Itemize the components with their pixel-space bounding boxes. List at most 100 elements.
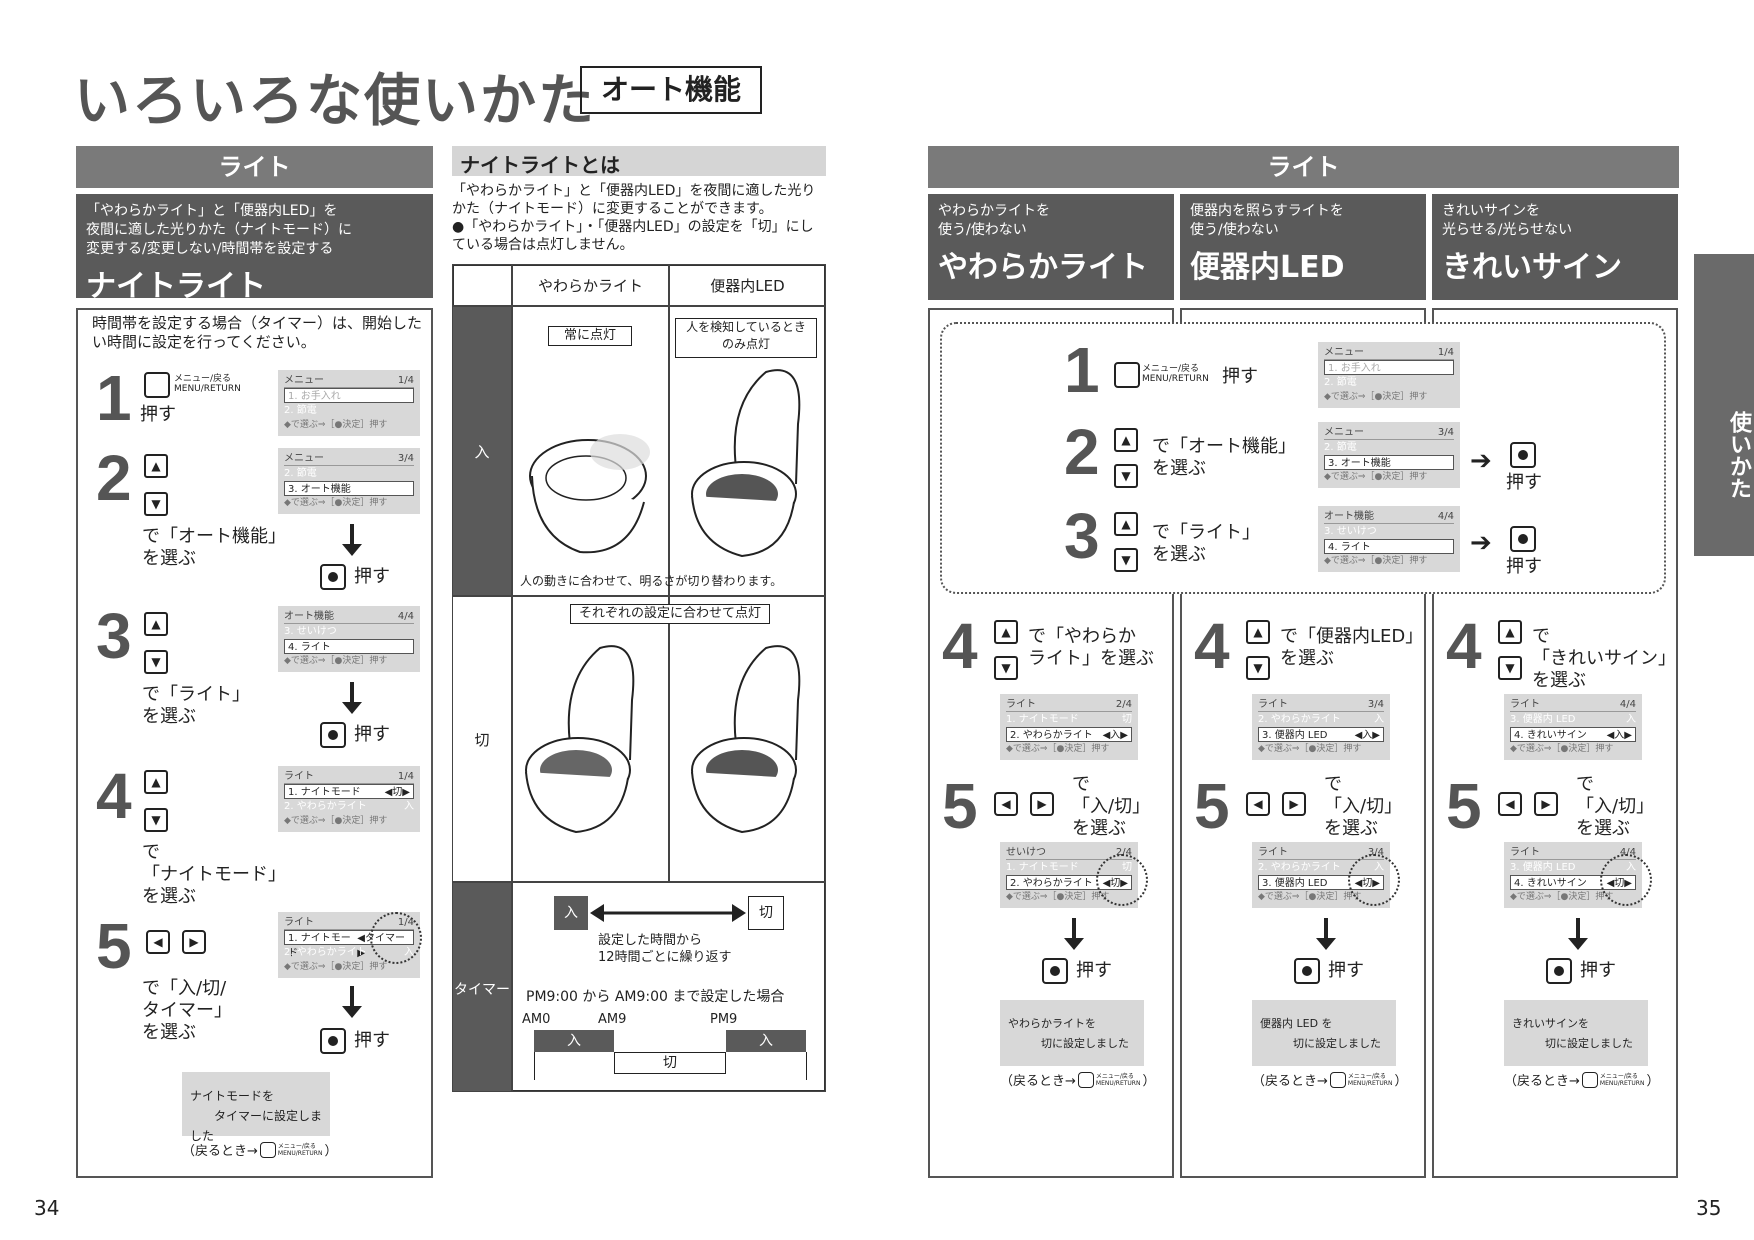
left-button[interactable]: ◀ (1498, 792, 1522, 816)
table-cell (669, 596, 826, 882)
down-button[interactable]: ▼ (1114, 548, 1138, 572)
enter-button[interactable] (1510, 526, 1536, 552)
feature-name: やわらかライト (938, 250, 1148, 285)
timer-example: PM9:00 から AM9:00 まで設定した場合 (526, 989, 785, 1005)
down-button[interactable]: ▼ (1246, 656, 1270, 680)
enter-button[interactable] (1042, 958, 1068, 984)
push-label: 押す (1506, 472, 1542, 493)
step-number: 5 (942, 770, 978, 842)
time-label: PM9 (710, 1012, 738, 1027)
time-label: AM0 (522, 1012, 551, 1027)
highlight-ring (1096, 854, 1148, 906)
up-button[interactable]: ▲ (1114, 428, 1138, 452)
arrow-down-icon (1316, 918, 1336, 950)
up-button[interactable]: ▲ (994, 620, 1018, 644)
down-button[interactable]: ▼ (144, 808, 168, 832)
enter-button[interactable] (320, 722, 346, 748)
push-label: 押す (354, 566, 390, 587)
menu-return-button[interactable] (1329, 1071, 1346, 1088)
table-col-header: 便器内LED (669, 264, 826, 306)
menu-return-button[interactable] (1114, 362, 1140, 388)
page-number-left: 34 (34, 1196, 60, 1220)
timeline-off: 切 (614, 1052, 726, 1074)
menu-return-button[interactable] (1581, 1071, 1598, 1088)
step-text: で 「入/切」 を選ぶ (1324, 774, 1403, 839)
common-steps-box (940, 322, 1666, 594)
up-button[interactable]: ▲ (144, 612, 168, 636)
toilet-illustration (691, 645, 801, 834)
highlight-ring (370, 912, 422, 964)
right-button[interactable]: ▶ (1534, 792, 1558, 816)
timeline-tick (806, 1052, 807, 1080)
step-number: 4 (96, 760, 132, 832)
step-text: で「便器内LED」 を選ぶ (1280, 626, 1424, 669)
push-label: 押す (354, 724, 390, 745)
step-text: で「ライト」 を選ぶ (142, 684, 250, 727)
right-button[interactable]: ▶ (1282, 792, 1306, 816)
arrow-down-icon (342, 524, 362, 556)
push-label: 押す (1222, 366, 1258, 387)
toilet-illustration (691, 369, 801, 558)
left-button[interactable]: ◀ (994, 792, 1018, 816)
step-number: 3 (96, 600, 132, 672)
arrow-right-icon: ➔ (1470, 528, 1492, 558)
up-button[interactable]: ▲ (1246, 620, 1270, 644)
menu-return-button[interactable] (259, 1141, 276, 1158)
arrow-down-icon (342, 986, 362, 1018)
enter-button[interactable] (320, 1028, 346, 1054)
result-message: ナイトモードを タイマーに設定しました (182, 1072, 330, 1143)
double-arrow-icon (590, 904, 746, 922)
label-detect-on: 人を検知しているとき のみ点灯 (675, 318, 817, 358)
step-number: 1 (1064, 334, 1100, 406)
up-button[interactable]: ▲ (1498, 620, 1522, 644)
right-button[interactable]: ▶ (182, 930, 206, 954)
table-corner (452, 264, 512, 306)
left-intro-big: ナイトライト (86, 269, 266, 304)
timer-desc: 設定した時間から 12時間ごとに繰り返す (598, 933, 732, 965)
feature-desc: きれいサインを 光らせる/光らせない (1442, 203, 1573, 238)
up-button[interactable]: ▲ (1114, 512, 1138, 536)
step-number: 4 (1446, 610, 1482, 682)
arrow-right-icon: ➔ (1470, 446, 1492, 476)
menu-return-button[interactable] (144, 372, 170, 398)
left-button[interactable]: ◀ (146, 930, 170, 954)
highlight-ring (1348, 854, 1400, 906)
push-label: 押す (1506, 556, 1542, 577)
page-title: いろいろな使いかた (74, 69, 596, 134)
down-button[interactable]: ▼ (994, 656, 1018, 680)
enter-button[interactable] (1546, 958, 1572, 984)
left-button[interactable]: ◀ (1246, 792, 1270, 816)
step-number: 2 (1064, 416, 1100, 488)
step-number: 4 (1194, 610, 1230, 682)
down-button[interactable]: ▼ (144, 492, 168, 516)
toilet-illustration (529, 434, 650, 554)
left-note: 時間帯を設定する場合（タイマー）は、開始した い時間に設定を行ってください。 (92, 314, 423, 351)
enter-button[interactable] (320, 564, 346, 590)
title-tag: オート機能 (580, 66, 762, 114)
timeline-on: 入 (534, 1030, 614, 1052)
table-cell (669, 306, 826, 596)
table-row-header: タイマー (452, 882, 512, 1092)
menu-return-button[interactable] (1077, 1071, 1094, 1088)
push-label: 押す (1328, 960, 1364, 981)
enter-button[interactable] (1510, 442, 1536, 468)
up-button[interactable]: ▲ (144, 454, 168, 478)
down-button[interactable]: ▼ (144, 650, 168, 674)
middle-header: ナイトライトとは (452, 146, 826, 177)
push-label: 押す (140, 404, 176, 425)
result-message: きれいサインを 切に設定しました (1504, 1000, 1648, 1066)
down-button[interactable]: ▼ (1498, 656, 1522, 680)
up-button[interactable]: ▲ (144, 770, 168, 794)
push-label: 押す (1580, 960, 1616, 981)
down-button[interactable]: ▼ (1114, 464, 1138, 488)
enter-button[interactable] (1294, 958, 1320, 984)
step-text: で 「ナイトモード」 を選ぶ (142, 842, 286, 907)
right-button[interactable]: ▶ (1030, 792, 1054, 816)
